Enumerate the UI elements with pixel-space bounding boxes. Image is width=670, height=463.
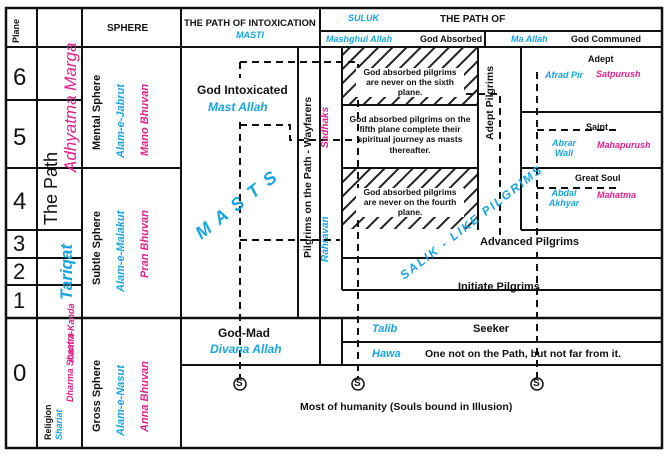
humanity-label: Most of humanity (Souls bound in Illusio…: [300, 401, 513, 413]
mahapurush-label: Mahapurush: [597, 140, 651, 150]
karma-kanda-label-visible: Karma-Kanda: [66, 303, 76, 362]
alam-e-malakut-label: Alam-e-Malakut: [115, 210, 127, 292]
god-intoxicated-label: God Intoxicated: [197, 83, 288, 97]
header-sphere: SPHERE: [107, 23, 149, 34]
hawa-label: Hawa: [372, 348, 401, 360]
religion-label: Religion: [43, 404, 53, 441]
header-plane: Plane: [11, 18, 21, 43]
tariqat-label: Tariqat: [57, 243, 76, 300]
divana-allah-label: Divana Allah: [210, 342, 282, 356]
abrar-wali-label: Abrar Wali: [551, 138, 576, 159]
absorbed-sixth-note: God absorbed pilgrims are never on the s…: [356, 67, 464, 98]
initiate-pilgrims-label: Initiate Pilgrims: [458, 281, 540, 293]
plane-5: 5: [13, 124, 27, 151]
hawa-description: One not on the Path, but not far from it…: [425, 348, 621, 360]
afrad-pir-label: Afrad Pir: [544, 70, 583, 80]
anna-bhuvan-label: Anna Bhuvan: [139, 361, 151, 432]
alam-e-jabrut-label: Alam-e-Jabrut: [115, 84, 127, 158]
path-label: The Path: [41, 151, 61, 225]
pran-bhuvan-label: Pran Bhuvan: [139, 210, 151, 278]
plane-1: 1: [13, 288, 26, 313]
wayfarers-label: Pilgrims on the Path - Wayfarers: [302, 96, 314, 258]
header-path-of: THE PATH OF: [440, 14, 506, 25]
absorbed-fourth-note: God absorbed pilgrims are never on the f…: [356, 187, 464, 218]
plane-4: 4: [13, 188, 27, 215]
s-marker-salik: S: [533, 378, 540, 389]
rahravan-label: Rahravan: [320, 216, 331, 262]
plane-3: 3: [13, 231, 26, 256]
plane-0: 0: [13, 360, 27, 387]
gross-sphere-label: Gross Sphere: [91, 359, 103, 432]
mano-bhuvan-label: Mano Bhuvan: [139, 83, 151, 156]
mental-sphere-label: Mental Sphere: [91, 74, 103, 150]
mahatma-label: Mahatma: [597, 190, 637, 200]
sadhaks-label: Sadhaks: [320, 106, 331, 148]
plane-6: 6: [13, 64, 27, 91]
header-god-absorbed: God Absorbed: [420, 34, 483, 44]
header-masti: MASTI: [236, 30, 264, 40]
talib-label: Talib: [372, 323, 398, 335]
satpurush-label: Satpurush: [596, 69, 641, 79]
absorbed-fifth-note: God absorbed pilgrims on the fifth plane…: [349, 114, 471, 155]
subtle-sphere-label: Subtle Sphere: [91, 211, 103, 285]
adhyatma-marga-label: Adhyatma Marga: [61, 42, 80, 172]
header-ma-allah: Ma Allah: [511, 34, 548, 44]
adept-title: Adept: [588, 54, 614, 64]
s-marker-wayfarers: S: [354, 378, 361, 389]
plane-2: 2: [13, 259, 26, 284]
sharia-label: Shariat: [54, 409, 64, 440]
s-marker-masts: S: [236, 378, 243, 389]
alam-e-nasut-label: Alam-e-Nasut: [115, 365, 127, 436]
advanced-pilgrims-label: Advanced Pilgrims: [480, 236, 580, 248]
god-mad-label: God-Mad: [218, 326, 270, 340]
header-god-communed: God Communed: [571, 34, 641, 44]
mast-allah-label: Mast Allah: [208, 100, 268, 114]
abdal-akhyar-label: Abdal Akhyar: [548, 188, 580, 209]
saint-title: Saint: [586, 122, 609, 132]
great-soul-title: Great Soul: [575, 173, 621, 183]
seeker-label: Seeker: [473, 323, 510, 335]
header-suluk: SULUK: [348, 13, 379, 23]
header-mashghul-allah: Mashghul Allah: [326, 34, 393, 44]
header-path-intoxication: THE PATH OF INTOXICATION: [184, 18, 316, 29]
adept-pilgrims-label: Adept Pilgrims: [484, 65, 496, 140]
